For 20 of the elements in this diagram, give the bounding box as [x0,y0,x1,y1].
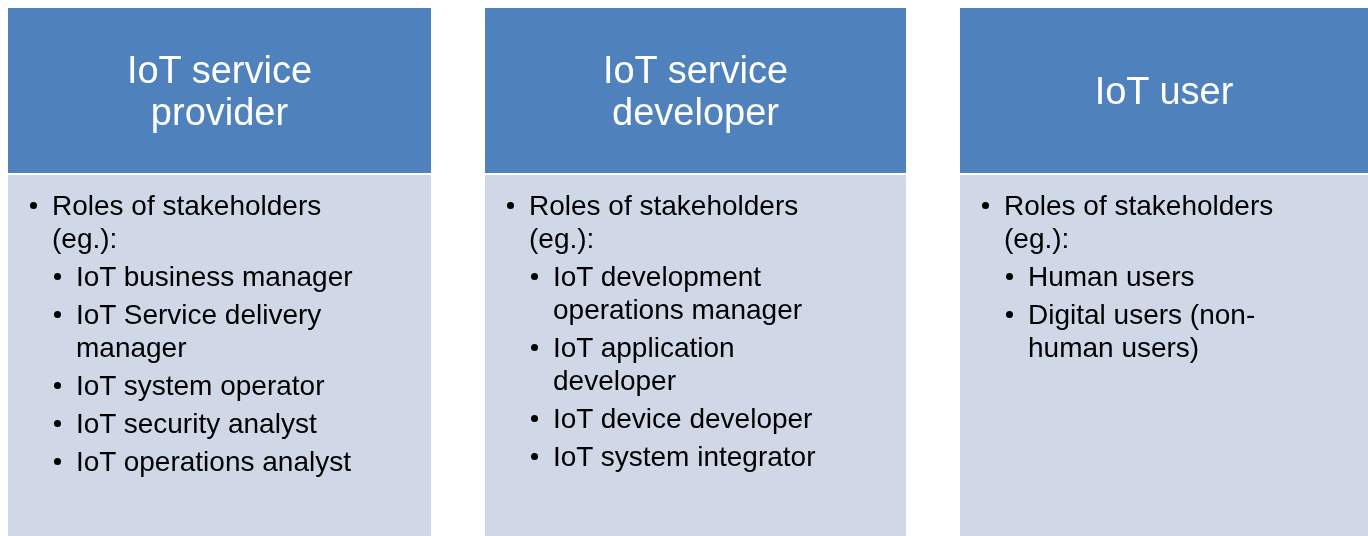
column-header: IoT service provider [8,8,431,173]
list-item: IoT security analyst [76,407,318,440]
content-panel [8,175,431,536]
column-header: IoT user [960,8,1368,173]
list-item: IoT development operations manager [553,260,804,326]
list-item: IoT system operator [76,369,326,402]
list-item: IoT application developer [553,331,736,397]
list-item: IoT Service delivery manager [76,298,323,364]
list-item: Roles of stakeholders (eg.): [52,189,323,255]
content-panel [960,175,1368,536]
content-panel [485,175,906,536]
list-item: Roles of stakeholders (eg.): [1004,189,1275,255]
list-item: Digital users (non-human users) [1028,298,1257,364]
list-item: IoT business manager [76,260,354,293]
list-item: IoT system integrator [553,440,817,473]
list-item: Human users [1028,260,1196,293]
list-item: Roles of stakeholders (eg.): [529,189,800,255]
list-item: IoT operations analyst [76,445,352,478]
list-item: IoT device developer [553,402,814,435]
column-header: IoT service developer [485,8,906,173]
